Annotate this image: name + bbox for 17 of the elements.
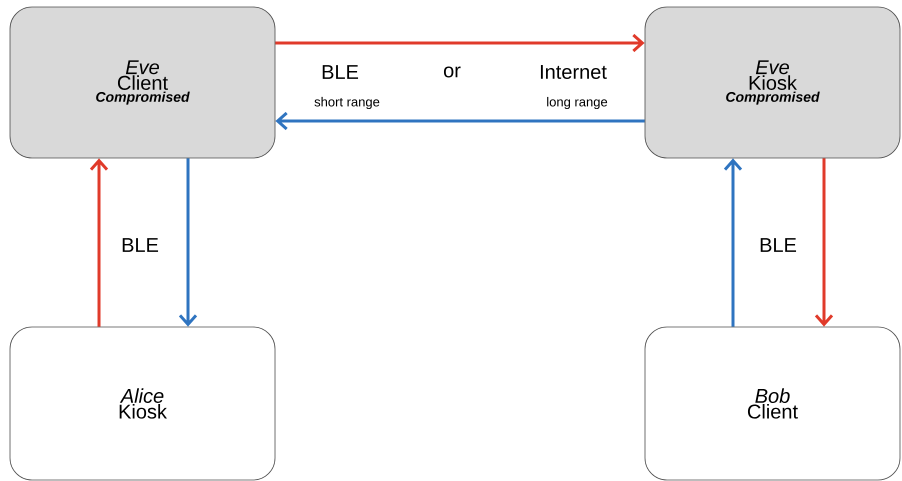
link-label: short range [314, 96, 380, 110]
arrow [724, 158, 742, 327]
link-label: BLE [760, 238, 796, 252]
arrow [814, 158, 834, 327]
device-box: Bob Client [644, 326, 900, 480]
device-box: Alice Kiosk [10, 326, 276, 480]
link-label: Internet [540, 65, 607, 79]
link-label: BLE [122, 238, 158, 252]
device-box: Eve Client Compromised [10, 6, 276, 158]
link-label: long range [547, 96, 608, 110]
arrow [275, 34, 645, 52]
arrow [90, 158, 108, 327]
arrow [178, 158, 198, 327]
link-label: or [444, 66, 461, 78]
device-box: Eve Kiosk Compromised [644, 6, 900, 158]
arrow [275, 112, 645, 130]
link-label: BLE [322, 65, 358, 79]
